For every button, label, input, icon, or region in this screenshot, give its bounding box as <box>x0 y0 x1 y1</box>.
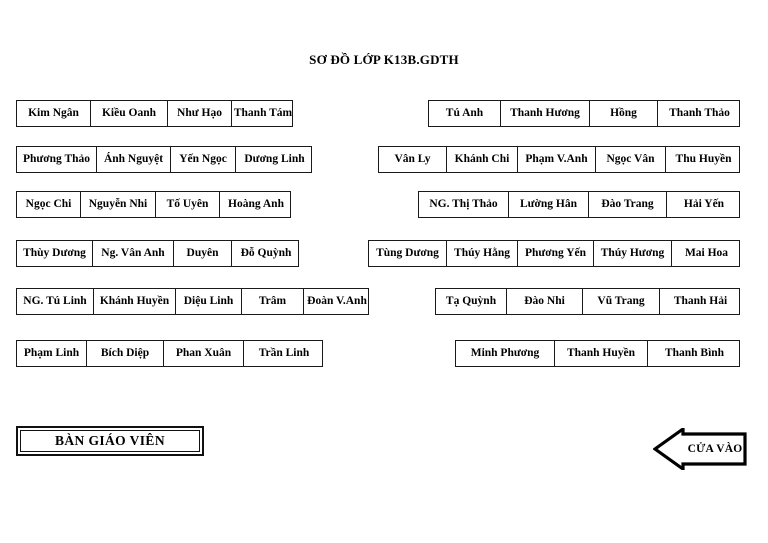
seat-cell[interactable]: Lường Hân <box>509 192 589 217</box>
arrow-left-icon <box>653 428 747 470</box>
seat-cell[interactable]: Thanh Huyền <box>555 341 648 366</box>
seat-cell[interactable]: Thúy Hương <box>594 241 672 266</box>
seat-cell[interactable]: NG. Tú Linh <box>17 289 94 314</box>
page-title: SƠ ĐỒ LỚP K13B.GDTH <box>309 52 459 67</box>
seat-cell[interactable]: Tố Uyên <box>156 192 220 217</box>
seat-cell[interactable]: Đào Trang <box>589 192 667 217</box>
seat-cell[interactable]: Kim Ngân <box>17 101 91 126</box>
seat-cell[interactable]: Vũ Trang <box>583 289 660 314</box>
teacher-desk: BÀN GIÁO VIÊN <box>16 426 204 456</box>
seat-cell[interactable]: Yến Ngọc <box>171 147 236 172</box>
door-label: CỬA VÀO <box>687 443 743 455</box>
seat-cell[interactable]: Đoàn V.Anh <box>307 294 367 307</box>
teacher-desk-label: BÀN GIÁO VIÊN <box>20 430 200 452</box>
seat-cell[interactable]: Vân Ly <box>379 147 447 172</box>
seat-cell[interactable]: Thùy Dương <box>17 241 93 266</box>
seat-cell[interactable]: Tú Anh <box>429 101 501 126</box>
seat-cell[interactable]: Trâm <box>242 289 304 314</box>
seat-cell[interactable]: Như Hạo <box>168 101 232 126</box>
seat-cell[interactable]: Phan Xuân <box>164 341 244 366</box>
seat-cell[interactable]: Trần Linh <box>258 346 310 359</box>
seat-cell[interactable]: Tùng Dương <box>369 241 447 266</box>
seat-cell[interactable]: Khánh Huyền <box>94 289 176 314</box>
seat-cell[interactable]: Ánh Nguyệt <box>97 147 171 172</box>
seat-cell[interactable]: Hải Yến <box>683 197 725 210</box>
seat-cell[interactable]: NG. Thị Thảo <box>419 192 509 217</box>
seat-cell[interactable]: Hoàng Anh <box>228 197 284 210</box>
seat-cell[interactable]: Ng. Vân Anh <box>93 241 174 266</box>
seat-cell[interactable]: Thanh Hải <box>673 294 728 307</box>
seat-cell[interactable]: Hồng <box>590 101 658 126</box>
seat-cell[interactable]: Nguyễn Nhi <box>81 192 156 217</box>
entrance-door-marker: CỬA VÀO <box>653 428 747 470</box>
seat-cell[interactable]: Ngọc Vân <box>596 147 666 172</box>
seat-cell[interactable]: Mai Hoa <box>684 246 729 259</box>
seat-cell[interactable]: Diệu Linh <box>176 289 242 314</box>
seat-cell[interactable]: Thu Huyền <box>675 152 732 165</box>
seat-cell[interactable]: Minh Phương <box>456 341 555 366</box>
seat-cell[interactable]: Duyên <box>174 241 232 266</box>
seat-cell[interactable]: Đào Nhi <box>507 289 583 314</box>
seat-cell[interactable]: Thanh Thảo <box>669 106 730 119</box>
seat-cell[interactable]: Thúy Hằng <box>447 241 518 266</box>
seat-cell[interactable]: Đỗ Quỳnh <box>240 246 292 259</box>
seat-cell[interactable]: Tạ Quỳnh <box>436 289 507 314</box>
seat-cell[interactable]: Thanh Hương <box>501 101 590 126</box>
seat-cell[interactable]: Ngọc Chi <box>17 192 81 217</box>
seat-cell[interactable]: Dương Linh <box>244 152 305 165</box>
seat-cell[interactable]: Phạm Linh <box>17 341 87 366</box>
seat-cell[interactable]: Kiều Oanh <box>91 101 168 126</box>
seat-cell[interactable]: Phạm V.Anh <box>518 147 596 172</box>
seat-cell[interactable]: Bích Diệp <box>87 341 164 366</box>
seat-cell[interactable]: Thanh Bình <box>664 346 725 359</box>
seat-cell[interactable]: Phương Thảo <box>17 147 97 172</box>
seat-cell[interactable]: Thanh Tám <box>233 106 293 119</box>
seat-cell[interactable]: Khánh Chi <box>447 147 518 172</box>
seat-cell[interactable]: Phương Yến <box>518 241 594 266</box>
